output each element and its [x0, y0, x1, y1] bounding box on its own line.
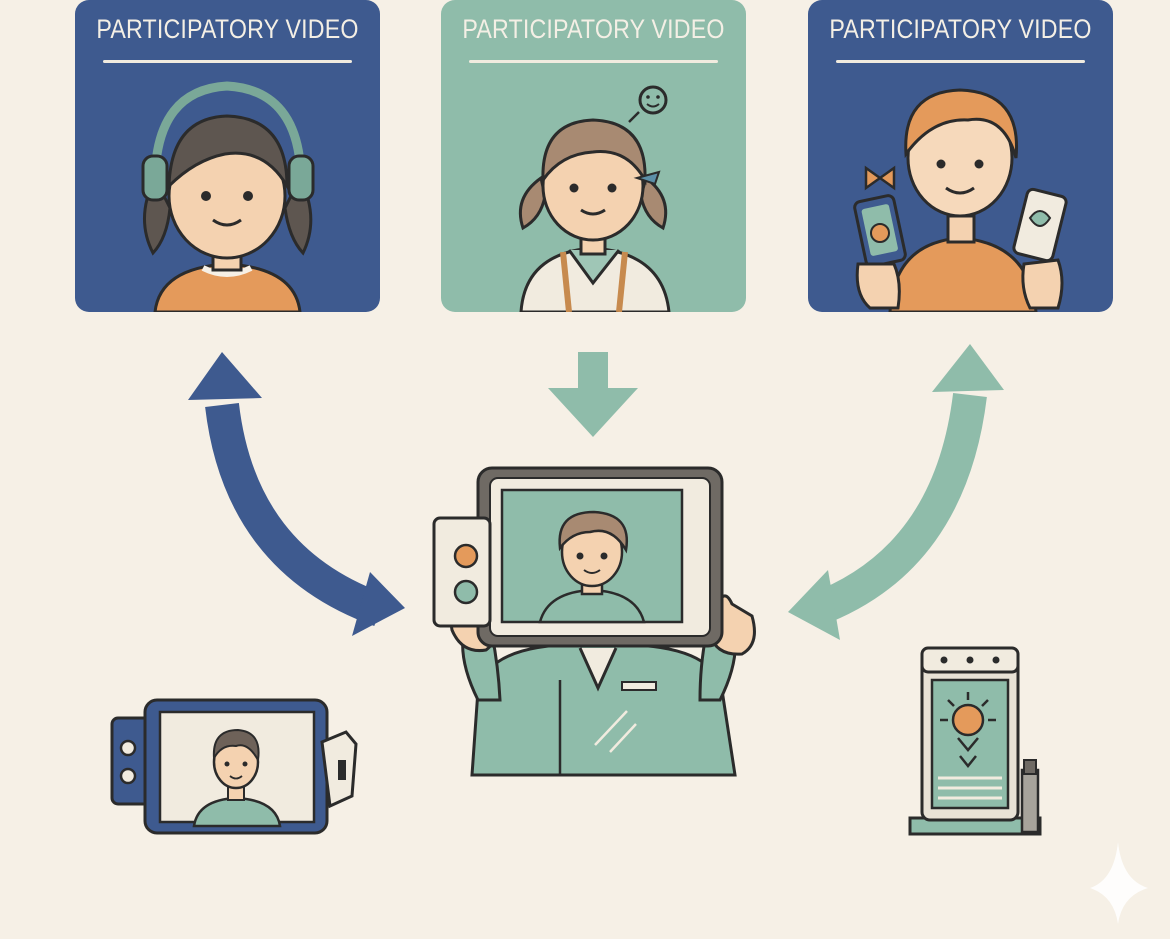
card-title: PARTICIPATORY VIDEO — [462, 14, 725, 44]
center-down-arrow — [548, 352, 638, 437]
projector-icon — [908, 646, 1042, 836]
camera-icon — [110, 698, 358, 835]
title-divider — [103, 60, 352, 63]
title-divider — [469, 60, 718, 63]
sparkle-icon — [1090, 842, 1148, 924]
smiley-icon — [628, 85, 668, 123]
headphones-icon — [141, 81, 315, 202]
card-pigtails-girl: PARTICIPATORY VIDEO — [441, 0, 746, 312]
card-phones-boy: PARTICIPATORY VIDEO — [808, 0, 1113, 312]
girl-with-pigtails-illustration — [518, 85, 671, 312]
left-curved-double-arrow — [188, 352, 405, 636]
bow-icon — [864, 165, 896, 191]
card-title: PARTICIPATORY VIDEO — [829, 14, 1092, 44]
card-headphones-girl: PARTICIPATORY VIDEO — [75, 0, 380, 312]
right-curved-double-arrow — [788, 344, 1004, 640]
tablet-icon — [432, 466, 724, 648]
girl-with-headphones-illustration — [141, 81, 315, 312]
central-person-with-tablet — [432, 466, 756, 777]
title-divider — [836, 60, 1085, 63]
boy-with-phones-illustration — [853, 88, 1068, 312]
card-title: PARTICIPATORY VIDEO — [96, 14, 359, 44]
phone-icon — [1012, 187, 1068, 310]
phone-icon — [853, 194, 907, 310]
